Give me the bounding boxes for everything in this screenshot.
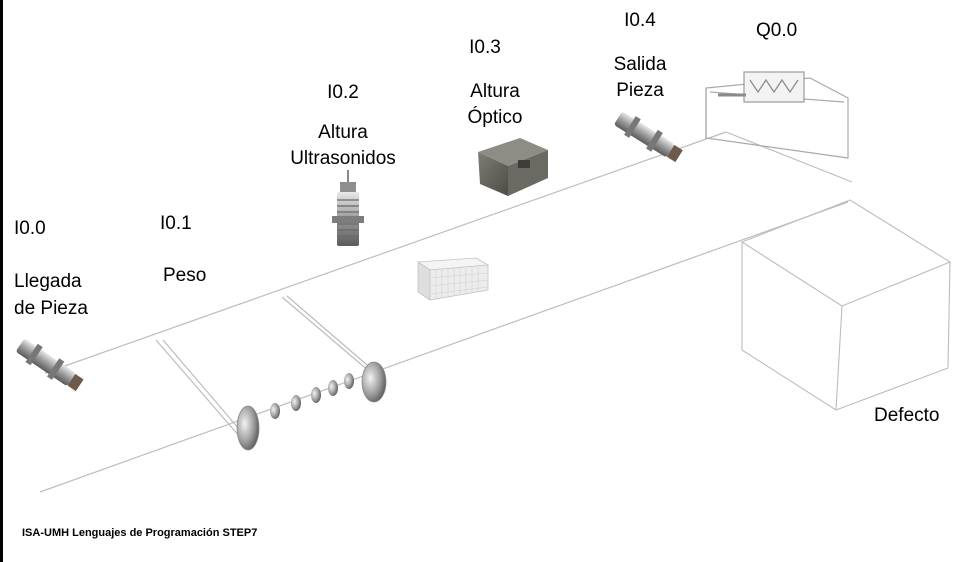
sensor-i02-device (332, 170, 364, 246)
sensor-i02-address: I0.2 (327, 82, 359, 103)
conveyor-rollers (236, 361, 387, 451)
sensor-i03-name-line2: Óptico (467, 107, 523, 128)
footer-credit: ISA-UMH Lenguajes de Programación STEP7 (22, 527, 258, 539)
left-border (0, 0, 3, 562)
sensor-i03-device (478, 138, 548, 196)
sensor-i00-address: I0.0 (14, 218, 46, 239)
sensor-i00-device (16, 339, 84, 392)
sensor-i01-address: I0.1 (160, 213, 192, 234)
conveyor-belt (39, 131, 853, 493)
sensor-i02-name-line1: Altura (318, 122, 368, 143)
sensor-i00-name-line2: de Pieza (14, 298, 88, 319)
sensor-i01-name-line1: Peso (163, 265, 207, 286)
defect-bin (740, 199, 952, 411)
workpiece (416, 257, 490, 301)
sensor-i04-name-line2: Pieza (616, 80, 664, 101)
sensor-i03-address: I0.3 (469, 37, 501, 58)
actuator-q00-address: Q0.0 (756, 20, 798, 41)
sensor-i04-device (614, 112, 683, 163)
defect-bin-label: Defecto (874, 405, 940, 426)
sensor-i03-name-line1: Altura (470, 81, 520, 102)
sensor-i02-name-line2: Ultrasonidos (290, 148, 396, 169)
sensor-i04-name-line1: Salida (613, 54, 667, 75)
sensor-i04-address: I0.4 (624, 10, 656, 31)
actuator-q00-device (705, 71, 849, 159)
sensor-i00-name-line1: Llegada (14, 271, 82, 292)
